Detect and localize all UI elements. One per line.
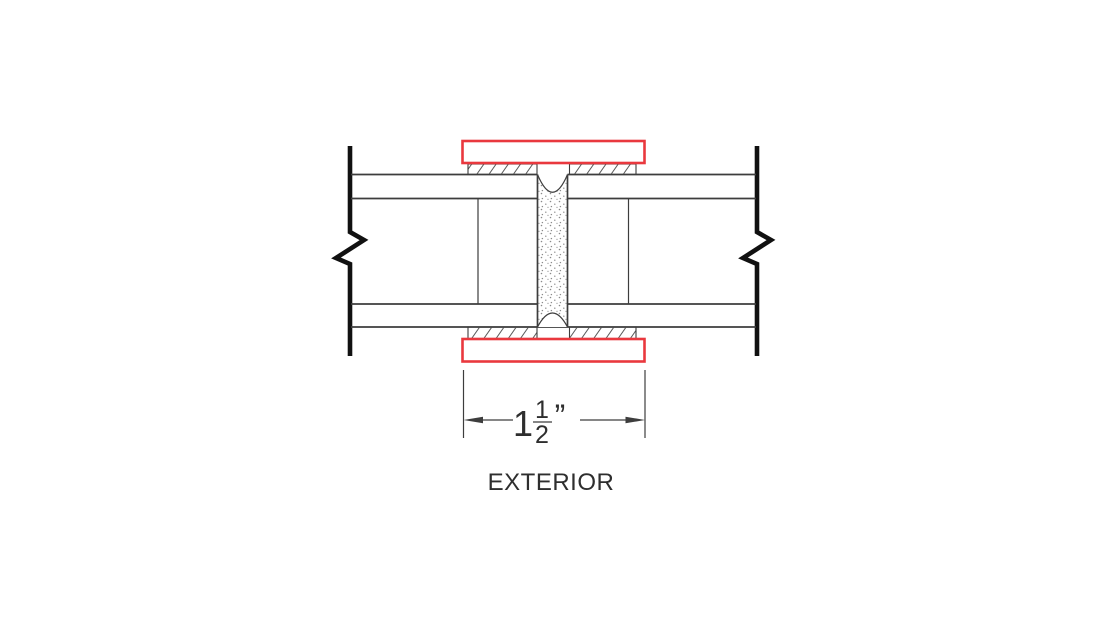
gasket-hatch-top-left <box>467 163 538 176</box>
exterior-label: EXTERIOR <box>488 469 615 496</box>
dimension: 1 1 2 ” <box>462 370 646 449</box>
dim-fraction-denominator: 2 <box>535 421 549 449</box>
sealant-dome-curve <box>536 312 569 328</box>
panel-ribs <box>477 198 630 304</box>
gasket-hatch-bottom-left <box>467 326 538 340</box>
break-line-left <box>331 146 369 356</box>
gasket-hatch-bottom-right <box>568 326 637 340</box>
dim-unit-mark: ” <box>555 398 566 434</box>
spline-stipple-fill <box>538 174 567 327</box>
sealant-cove-curve <box>536 174 569 193</box>
joint-spline <box>536 174 569 328</box>
batten-bottom <box>461 337 646 363</box>
gasket-hatch-top-right <box>568 163 637 176</box>
dim-arrow-left <box>463 416 483 424</box>
break-line-right <box>738 146 776 356</box>
dim-text-whole: 1 <box>513 403 533 444</box>
batten-top <box>461 139 646 165</box>
dim-arrow-right <box>625 416 645 424</box>
dim-fraction-numerator: 1 <box>535 396 549 424</box>
